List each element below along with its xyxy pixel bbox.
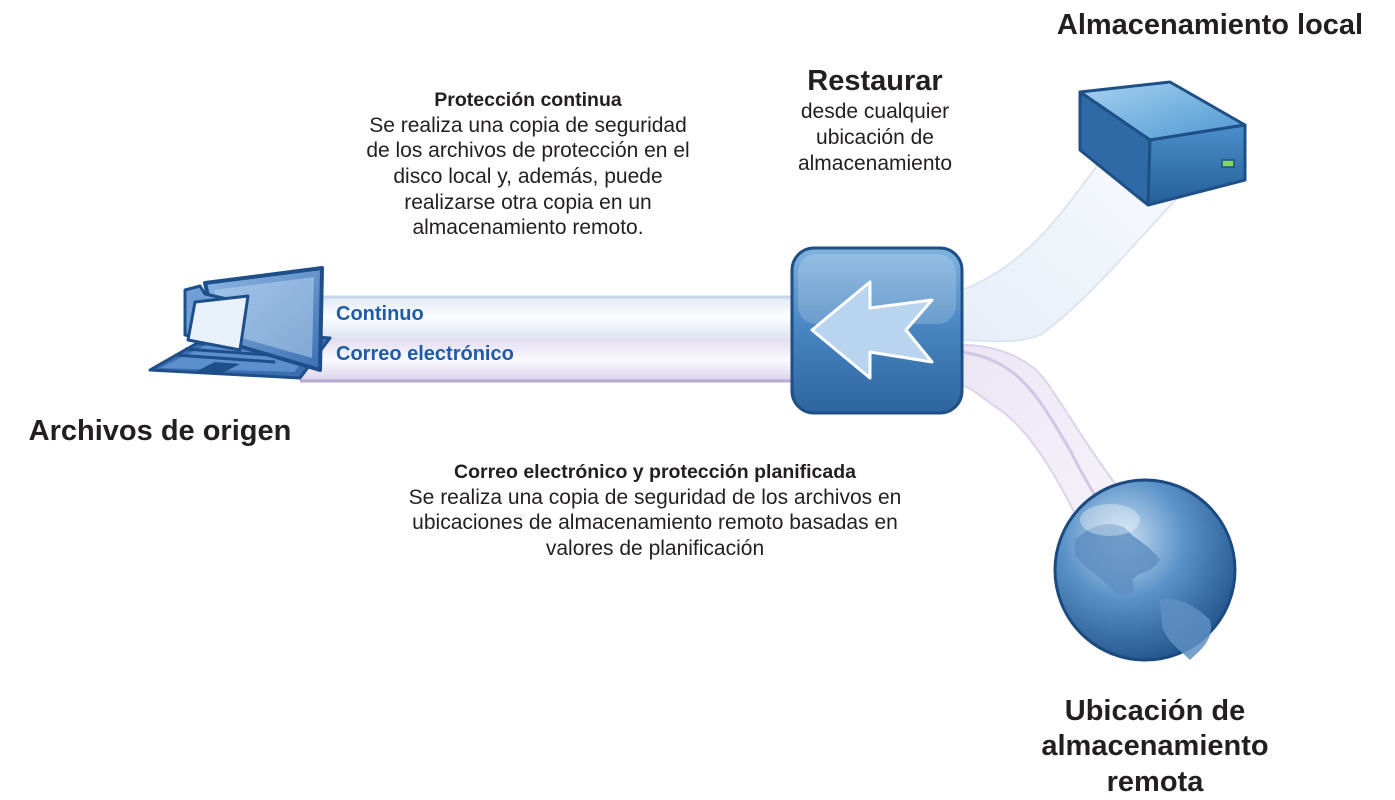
restore-line-3: almacenamiento bbox=[797, 151, 953, 175]
source-files-label: Archivos de origen bbox=[28, 415, 292, 447]
remote-storage-line-1: Ubicación de bbox=[1064, 695, 1246, 727]
continuous-protection-title: Protección continua bbox=[434, 89, 622, 111]
continuous-protection-text: Protección continua Se realiza una copia… bbox=[278, 89, 778, 241]
scheduled-protection-text: Correo electrónico y protección planific… bbox=[310, 461, 1000, 562]
local-drive-icon bbox=[1078, 80, 1247, 207]
continuous-protection-line-2: de los archivos de protección en el bbox=[366, 139, 690, 163]
scheduled-protection-title: Correo electrónico y protección planific… bbox=[453, 461, 857, 483]
restore-title: Restaurar bbox=[807, 65, 943, 97]
scheduled-protection-line-1: Se realiza una copia de seguridad de los… bbox=[408, 485, 902, 509]
continuous-flow-band bbox=[300, 296, 800, 338]
restore-text: Restaurar desde cualquier ubicación de a… bbox=[760, 64, 990, 176]
restore-line-1: desde cualquier bbox=[800, 100, 950, 124]
remote-storage-label: Ubicación de almacenamiento remota bbox=[1010, 694, 1300, 800]
continuous-flow-label: Continuo bbox=[336, 303, 424, 325]
branch-to-local-storage bbox=[961, 148, 1192, 343]
email-flow-label: Correo electrónico bbox=[336, 343, 514, 365]
restore-arrow-icon bbox=[790, 246, 964, 415]
email-flow-band bbox=[300, 338, 800, 382]
continuous-protection-line-5: almacenamiento remoto. bbox=[412, 216, 644, 240]
local-storage-label: Almacenamiento local bbox=[1056, 9, 1364, 41]
globe-icon bbox=[1053, 478, 1237, 662]
continuous-protection-line-1: Se realiza una copia de seguridad bbox=[369, 113, 687, 137]
remote-storage-line-2: almacenamiento bbox=[1041, 730, 1269, 763]
scheduled-protection-line-2: ubicaciones de almacenamiento remoto bas… bbox=[412, 511, 898, 535]
continuous-protection-line-3: disco local y, además, puede bbox=[393, 165, 663, 188]
continuous-protection-line-4: realizarse otra copia en un bbox=[404, 190, 652, 214]
scheduled-protection-line-3: valores de planificación bbox=[545, 537, 765, 560]
laptop-with-folder-icon bbox=[148, 266, 332, 380]
flow-bands bbox=[300, 295, 800, 383]
remote-storage-line-3: remota bbox=[1106, 765, 1204, 798]
restore-line-2: ubicación de bbox=[816, 125, 934, 149]
